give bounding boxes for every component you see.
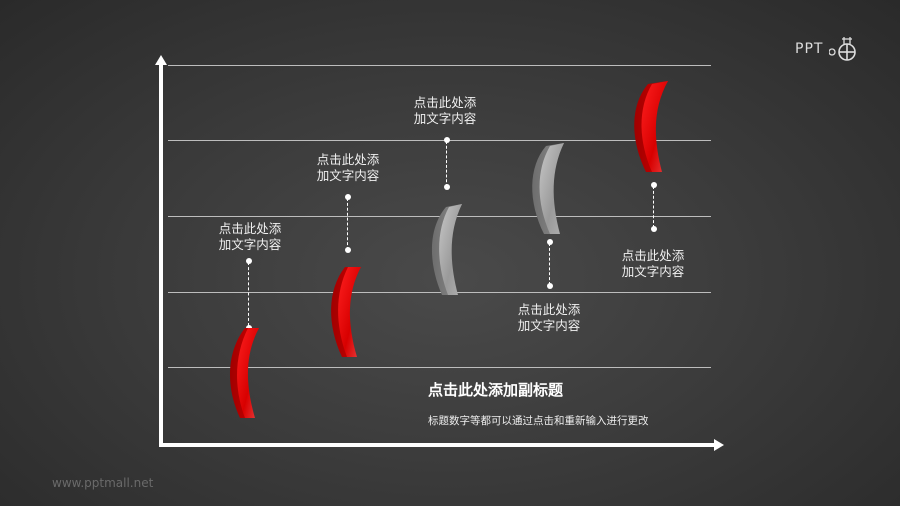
item-2-label[interactable]: 点击此处添 加文字内容 bbox=[316, 152, 380, 183]
ppt-logo-circle-cross-icon bbox=[829, 37, 857, 61]
dashed-connector bbox=[248, 262, 249, 326]
connector-dot-top bbox=[345, 194, 351, 200]
gridline-3 bbox=[168, 216, 711, 217]
description[interactable]: 标题数字等都可以通过点击和重新输入进行更改 bbox=[428, 415, 649, 427]
x-axis-arrow-icon bbox=[714, 439, 724, 451]
subtitle[interactable]: 点击此处添加副标题 bbox=[428, 381, 564, 399]
item-3-label[interactable]: 点击此处添 加文字内容 bbox=[413, 95, 477, 126]
connector-dot-bottom bbox=[651, 226, 657, 232]
red-curved-shape-5 bbox=[634, 81, 668, 172]
gridline-1 bbox=[168, 65, 711, 66]
gridline-4 bbox=[168, 292, 711, 293]
gray-curved-shape-4 bbox=[532, 143, 564, 234]
item-4-label[interactable]: 点击此处添 加文字内容 bbox=[517, 302, 581, 333]
red-curved-shape-1 bbox=[229, 328, 259, 418]
dashed-connector bbox=[653, 186, 654, 228]
connector-dot-top bbox=[444, 137, 450, 143]
red-curved-shape-2 bbox=[331, 267, 361, 357]
gray-curved-shape-3 bbox=[431, 204, 462, 295]
connector-dot-bottom bbox=[547, 283, 553, 289]
connector-dot-bottom bbox=[345, 247, 351, 253]
y-axis-arrow-icon bbox=[155, 55, 167, 65]
y-axis bbox=[159, 62, 163, 447]
dashed-connector bbox=[446, 141, 447, 187]
logo: PPT bbox=[795, 36, 857, 62]
gridline-2 bbox=[168, 140, 711, 141]
dashed-connector bbox=[549, 243, 550, 285]
logo-text: PPT bbox=[795, 41, 824, 57]
dashed-connector bbox=[347, 198, 348, 250]
connector-dot-top bbox=[246, 258, 252, 264]
item-1-label[interactable]: 点击此处添 加文字内容 bbox=[218, 221, 282, 252]
x-axis bbox=[159, 443, 717, 447]
gridline-5 bbox=[168, 367, 711, 368]
item-5-label[interactable]: 点击此处添 加文字内容 bbox=[621, 248, 685, 279]
connector-dot-bottom bbox=[444, 184, 450, 190]
connector-dot-top bbox=[547, 239, 553, 245]
connector-dot-top bbox=[651, 182, 657, 188]
footer-watermark: www.pptmall.net bbox=[52, 476, 154, 490]
